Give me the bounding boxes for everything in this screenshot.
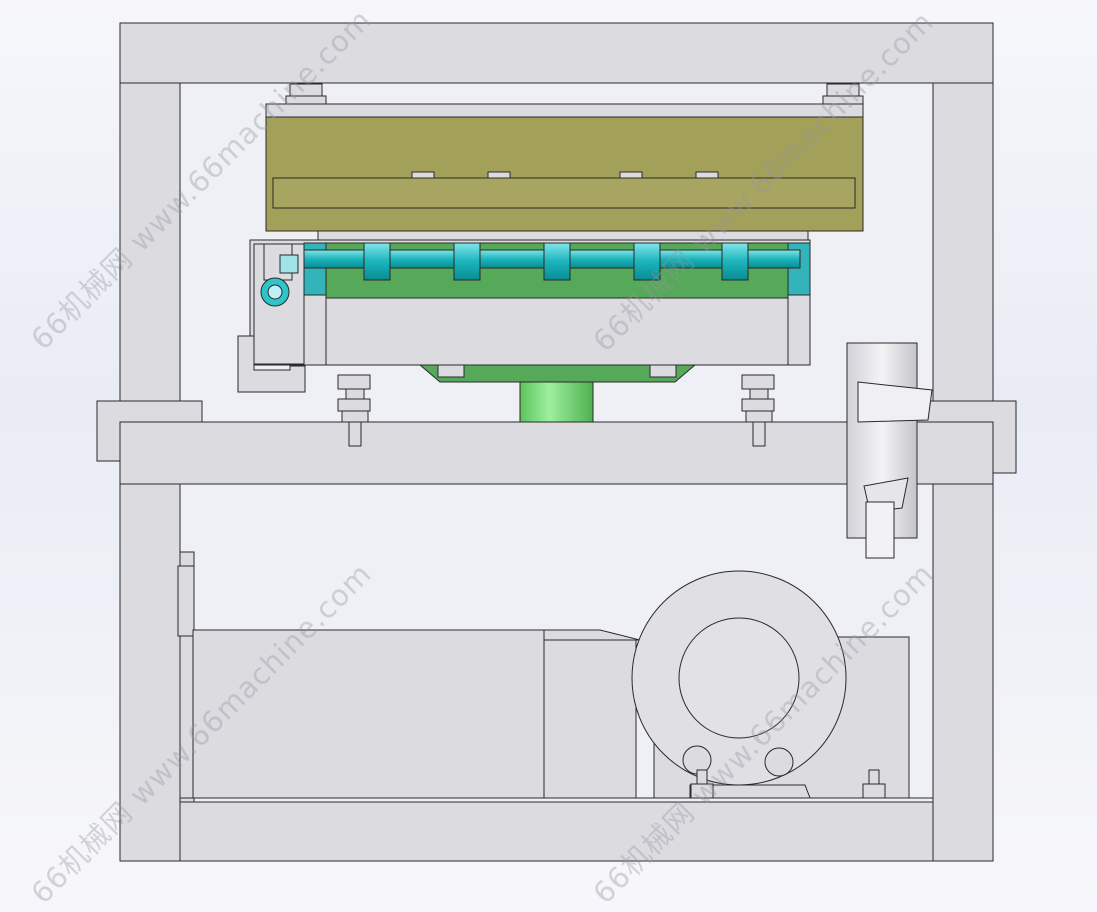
lower-machinery — [177, 551, 933, 803]
machine-drawing — [96, 22, 1017, 862]
lower-die — [237, 239, 811, 447]
side-cylinder — [846, 342, 933, 559]
upper-die — [265, 83, 864, 242]
